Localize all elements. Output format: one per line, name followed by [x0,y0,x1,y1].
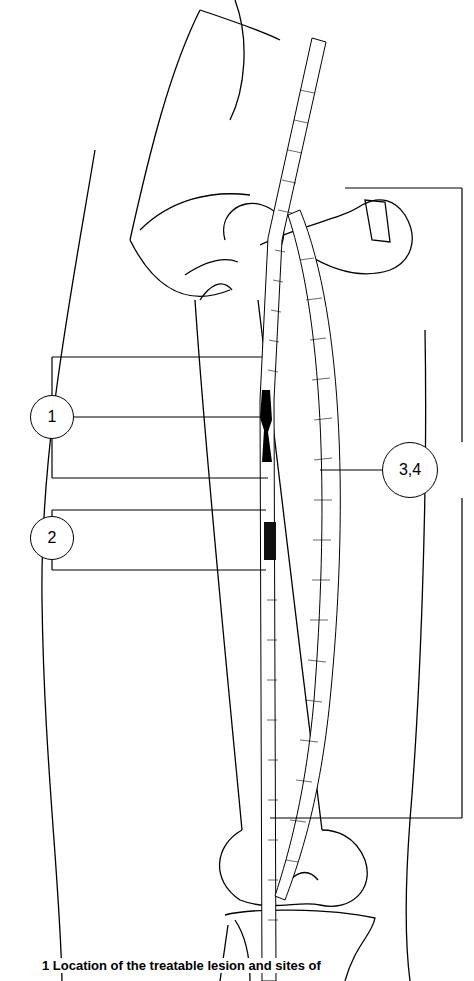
figure-caption: 1 Location of the treatable lesion and s… [40,958,323,973]
callout-circle: 3,4 [382,442,438,498]
callout-number: 1 [48,408,57,426]
callout-number: 3,4 [399,461,421,479]
callout-circle: 1 [30,395,74,439]
callout-circle: 2 [30,516,74,560]
callout-number: 2 [48,529,57,547]
